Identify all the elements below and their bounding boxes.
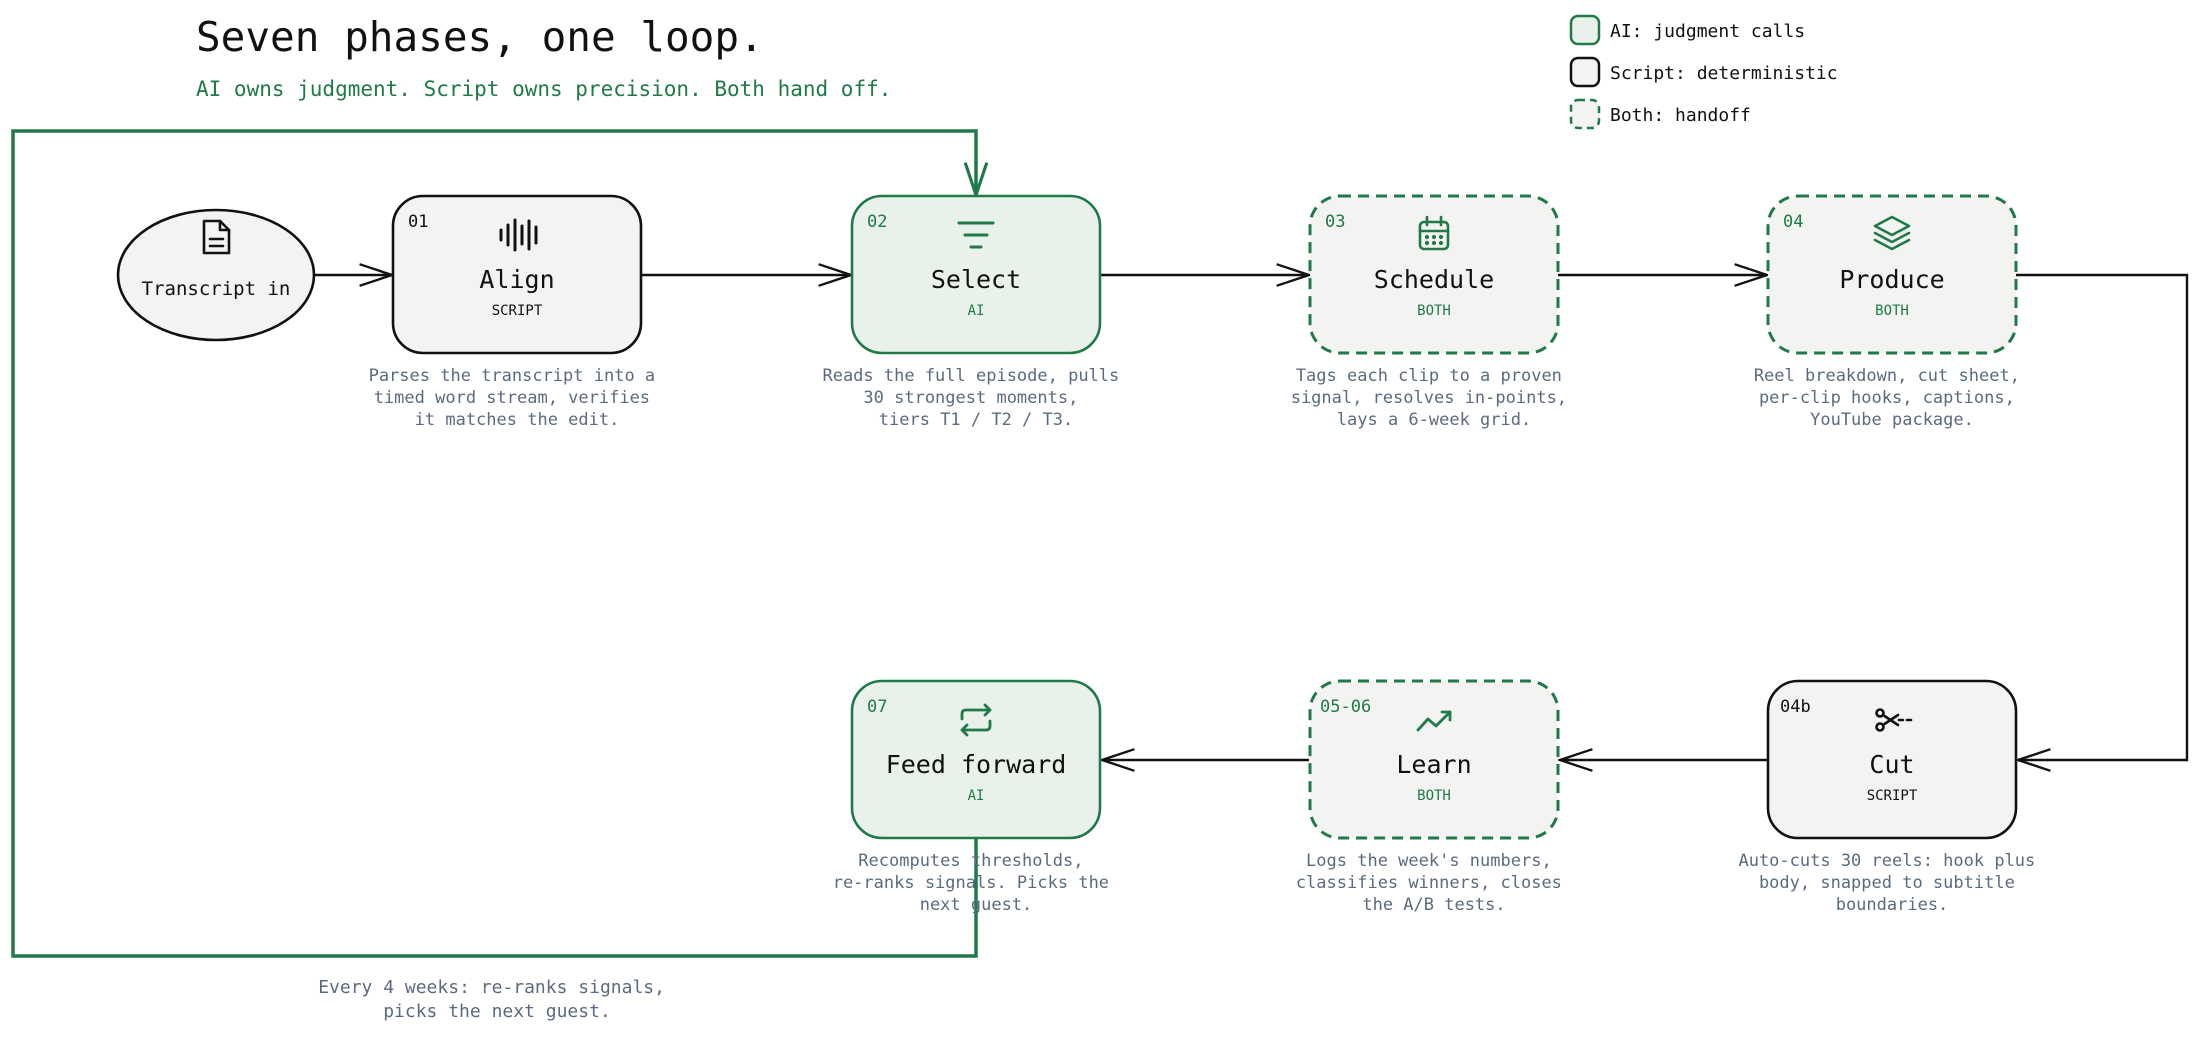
start-label: Transcript in xyxy=(142,278,291,300)
node-learn: 05-06 Learn BOTH xyxy=(1308,679,1560,840)
waveform-icon xyxy=(499,218,538,252)
node-produce-title: Produce xyxy=(1839,265,1944,294)
legend: AI: judgment calls Script: deterministic… xyxy=(1569,14,1838,130)
node-cut-title: Cut xyxy=(1869,750,1914,779)
node-produce-description: Reel breakdown, cut sheet, per-clip hook… xyxy=(1754,366,2030,430)
loop-note: Every 4 weeks: re-ranks signals, picks t… xyxy=(318,977,676,1022)
node-cut: 04b Cut SCRIPT xyxy=(1766,679,2018,840)
node-schedule-title: Schedule xyxy=(1374,265,1494,294)
node-feed-forward: 07 Feed forward AI xyxy=(850,679,1102,840)
node-cut-number: 04b xyxy=(1780,697,1811,717)
node-learn-description: Logs the week's numbers, classifies winn… xyxy=(1296,851,1572,915)
node-align: 01 Align SCRIPT xyxy=(391,194,643,355)
node-align-title: Align xyxy=(479,265,554,294)
node-select-number: 02 xyxy=(867,212,887,232)
node-produce: 04 Produce BOTH xyxy=(1766,194,2018,355)
node-schedule-description: Tags each clip to a proven signal, resol… xyxy=(1291,366,1578,430)
node-schedule-kind: BOTH xyxy=(1417,303,1451,319)
node-cut-description: Auto-cuts 30 reels: hook plus body, snap… xyxy=(1738,851,2045,915)
repeat-icon xyxy=(960,703,992,737)
legend-both-swatch xyxy=(1569,98,1601,130)
legend-script-swatch xyxy=(1569,56,1601,88)
node-learn-title: Learn xyxy=(1396,750,1471,779)
node-select-description: Reads the full episode, pulls 30 stronge… xyxy=(822,366,1129,430)
node-produce-kind: BOTH xyxy=(1875,303,1909,319)
legend-script-label: Script: deterministic xyxy=(1610,63,1838,84)
layers-icon xyxy=(1873,215,1911,251)
filter-icon xyxy=(957,221,995,249)
node-learn-number: 05-06 xyxy=(1320,697,1371,717)
trending-up-icon xyxy=(1416,710,1452,732)
node-produce-number: 04 xyxy=(1783,212,1803,232)
node-feed-description: Recomputes thresholds, re-ranks signals.… xyxy=(833,851,1120,915)
arrow-produce-to-cut xyxy=(2016,273,2189,760)
node-feed-number: 07 xyxy=(867,697,887,717)
node-align-description: Parses the transcript into a timed word … xyxy=(369,366,666,430)
legend-both-label: Both: handoff xyxy=(1610,105,1751,126)
legend-ai-label: AI: judgment calls xyxy=(1610,21,1805,42)
node-select: 02 Select AI xyxy=(850,194,1102,355)
page-title: Seven phases, one loop. xyxy=(196,13,764,61)
document-icon xyxy=(202,219,231,255)
node-feed-title: Feed forward xyxy=(886,750,1067,779)
node-feed-kind: AI xyxy=(968,788,985,804)
node-schedule-number: 03 xyxy=(1325,212,1345,232)
node-align-number: 01 xyxy=(408,212,428,232)
node-align-kind: SCRIPT xyxy=(492,303,543,319)
legend-ai-swatch xyxy=(1569,14,1601,46)
node-learn-kind: BOTH xyxy=(1417,788,1451,804)
node-select-kind: AI xyxy=(968,303,985,319)
node-select-title: Select xyxy=(931,265,1021,294)
start-node: Transcript in xyxy=(116,208,316,342)
feedback-loop-line xyxy=(11,129,976,958)
node-cut-kind: SCRIPT xyxy=(1867,788,1918,804)
calendar-icon xyxy=(1418,215,1450,251)
page-subtitle: AI owns judgment. Script owns precision.… xyxy=(196,77,891,101)
node-schedule: 03 Schedule BOTH xyxy=(1308,194,1560,355)
scissors-icon xyxy=(1875,708,1913,732)
